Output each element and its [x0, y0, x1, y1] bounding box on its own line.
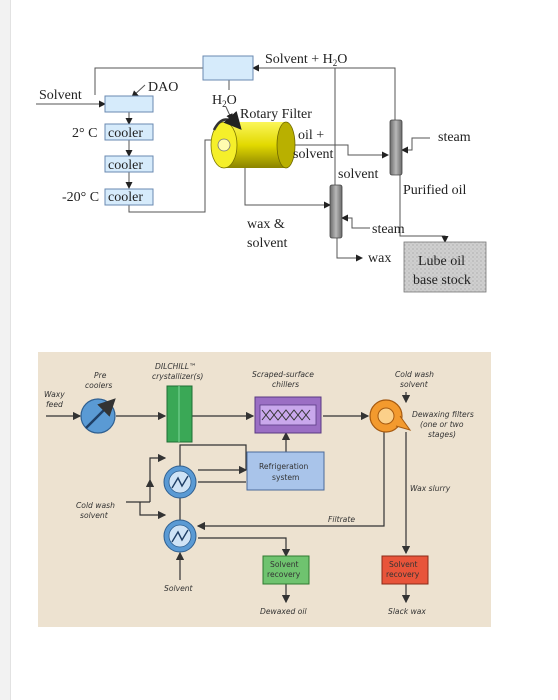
heat-exchanger-2 — [163, 519, 197, 553]
cold-wash-top-label: Cold wash — [395, 370, 434, 379]
cooler-3-label: cooler — [108, 190, 143, 205]
solvent-recovery-1-label: Solvent — [270, 560, 299, 569]
rotary-filter-label: Rotary Filter — [240, 107, 312, 122]
solvent-recovery-2-label: Solvent — [389, 560, 418, 569]
crystallizer-label: crystallizer(s) — [152, 372, 203, 381]
wax-solvent-label: solvent — [247, 236, 288, 251]
heat-exchanger-1 — [163, 465, 197, 499]
one-or-two-label: (one or two — [420, 420, 464, 429]
waxy-label: Waxy — [44, 390, 65, 399]
scraped-surface-label: Scraped-surface — [252, 370, 314, 379]
refrigeration-label: Refrigeration — [259, 462, 309, 471]
oil-solvent-label: solvent — [293, 147, 334, 162]
wax-and-label: wax & — [247, 217, 285, 232]
solvent-recovery-box — [202, 55, 254, 81]
steam-2-label: steam — [372, 222, 405, 237]
page-left-margin — [0, 0, 11, 700]
wax-label: wax — [368, 251, 391, 266]
wax-slurry-label: Wax slurry — [410, 484, 451, 493]
dewaxed-oil-label: Dewaxed oil — [260, 607, 308, 616]
stages-label: stages) — [428, 430, 456, 439]
temp-minus20c-label: -20° C — [62, 190, 99, 205]
temp-2c-label: 2° C — [72, 126, 97, 141]
filtrate-label: Filtrate — [328, 515, 355, 524]
chillers-label: chillers — [272, 380, 299, 389]
solvent-recovery-1b-label: recovery — [267, 570, 301, 579]
steam-1-label: steam — [438, 130, 471, 145]
dilchill-label: DILCHILL™ — [155, 362, 197, 371]
lube-oil-label: Lube oil — [418, 254, 465, 269]
cooler-box-1 — [104, 123, 154, 141]
dewaxing-filters-label: Dewaxing filters — [412, 410, 474, 419]
stripper-column-2 — [329, 184, 343, 239]
dao-label: DAO — [148, 80, 178, 95]
stripper-column-1 — [389, 119, 403, 176]
cold-wash-left-label: Cold wash — [76, 501, 115, 510]
purified-oil-label: Purified oil — [403, 183, 466, 198]
solvent-in-label: Solvent — [39, 88, 82, 103]
base-stock-label: base stock — [413, 273, 471, 288]
dewaxing-filter — [369, 399, 412, 433]
refrigeration-system — [246, 451, 325, 491]
solvent-recovery-red — [381, 555, 429, 585]
cold-wash-top-solvent-label: solvent — [400, 380, 429, 389]
cooler-box-3 — [104, 188, 154, 206]
solvent-recovery-2b-label: recovery — [386, 570, 420, 579]
mixer-box — [104, 95, 154, 113]
feed-label: feed — [46, 400, 63, 409]
cold-wash-left-solvent-label: solvent — [80, 511, 109, 520]
rotary-filter — [210, 110, 296, 169]
scraped-surface-chillers — [254, 396, 322, 434]
top-diagram: Solvent + H2O Solvent DAO H2O Rotary Fil… — [36, 52, 487, 293]
lube-oil-box — [403, 241, 487, 293]
bottom-diagram: DILCHILL™ crystallizer(s) Pre coolers Sc… — [38, 352, 491, 627]
solvent-out-label: solvent — [338, 167, 379, 182]
coolers-label: coolers — [85, 381, 112, 390]
cooler-2-label: cooler — [108, 158, 143, 173]
h2o-label: H2O — [212, 93, 237, 109]
solvent-recovery-green — [262, 555, 310, 585]
system-label: system — [272, 473, 299, 482]
solvent-h2o-label: Solvent + H2O — [265, 52, 347, 68]
pre-label: Pre — [94, 371, 107, 380]
pre-cooler-exchanger — [80, 398, 116, 434]
cooler-1-label: cooler — [108, 126, 143, 141]
oil-plus-label: oil + — [298, 128, 324, 143]
slack-wax-label: Slack wax — [388, 607, 426, 616]
cooler-box-2 — [104, 155, 154, 173]
solvent-bottom-label: Solvent — [164, 584, 194, 593]
